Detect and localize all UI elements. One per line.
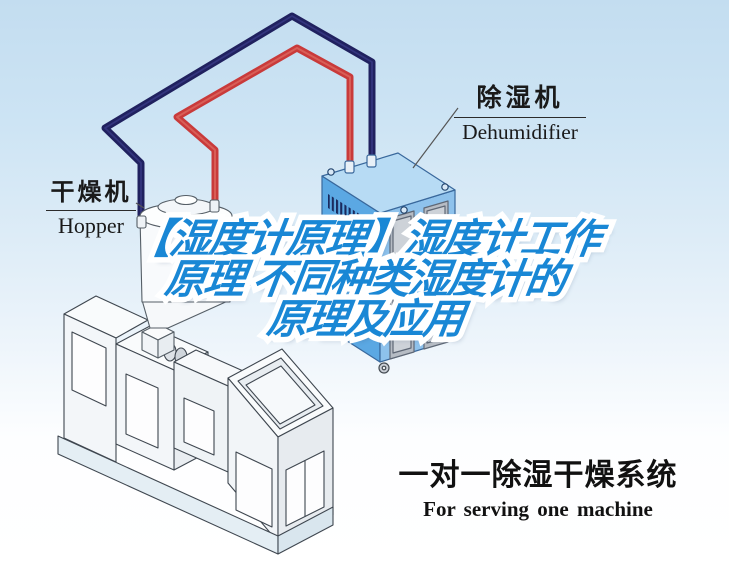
system-caption: 一对一除湿干燥系统 For serving one machine <box>392 450 684 522</box>
hopper-port-navy <box>136 215 147 229</box>
hopper-leader-line <box>135 202 145 209</box>
lifting-eye <box>400 206 408 214</box>
hose-port-red <box>344 160 355 174</box>
vent-grille <box>328 194 372 236</box>
hopper-lid-knob <box>174 194 198 206</box>
headline-line-2: 原理 不同种类湿度计的 原理 不同种类湿度计的 <box>52 251 678 308</box>
system-caption-zh: 一对一除湿干燥系统 <box>398 459 678 492</box>
machine-left-block-window <box>71 331 107 407</box>
return-air-hose-navy <box>101 12 376 226</box>
dehumidifier-unit <box>321 152 456 374</box>
hopper-label-zh: 干燥机 <box>46 172 136 211</box>
headline-overlay: 【湿度计原理】湿度计工作 【湿度计原理】湿度计工作 原理 不同种类湿度计的 原理… <box>52 211 678 348</box>
headline-line-3: 原理及应用 原理及应用 <box>52 291 678 348</box>
hopper-label-en: Hopper <box>58 213 124 238</box>
dehumidifier-callout: 除湿机 Dehumidifier <box>454 78 586 145</box>
headline-line-1: 【湿度计原理】湿度计工作 【湿度计原理】湿度计工作 <box>52 211 678 268</box>
side-panel-inner <box>426 205 446 344</box>
hopper-port-red <box>209 199 220 213</box>
side-panel-inner <box>392 215 412 354</box>
lifting-eye <box>441 183 449 191</box>
system-caption-en: For serving one machine <box>423 497 653 521</box>
headline-line-3-text: 原理及应用 <box>264 296 466 342</box>
hose-port-navy <box>366 154 377 168</box>
machine-mid-block-window <box>125 373 159 449</box>
machine-barrel-window <box>183 397 215 456</box>
injection-molding-machine <box>57 295 334 555</box>
clamp-unit-front-window <box>235 451 273 528</box>
hopper-callout: 干燥机 Hopper <box>46 172 136 239</box>
dehumidifier-leader-line <box>412 107 459 169</box>
dry-air-hose-red <box>173 44 354 208</box>
headline-line-2-text: 原理 不同种类湿度计的 <box>162 256 568 302</box>
hopper-dryer <box>136 194 233 359</box>
hopper-stand-side <box>157 331 175 359</box>
caster-wheel <box>378 362 390 374</box>
clamp-unit-top-recess-inner <box>245 365 316 425</box>
lifting-eye <box>327 168 335 176</box>
dehumidifier-label-zh: 除湿机 <box>454 78 586 118</box>
machine-base-side <box>277 506 334 555</box>
vent-grille <box>328 216 372 258</box>
dehumidifier-label-en: Dehumidifier <box>462 120 578 144</box>
headline-line-1-text: 【湿度计原理】湿度计工作 <box>127 216 603 262</box>
